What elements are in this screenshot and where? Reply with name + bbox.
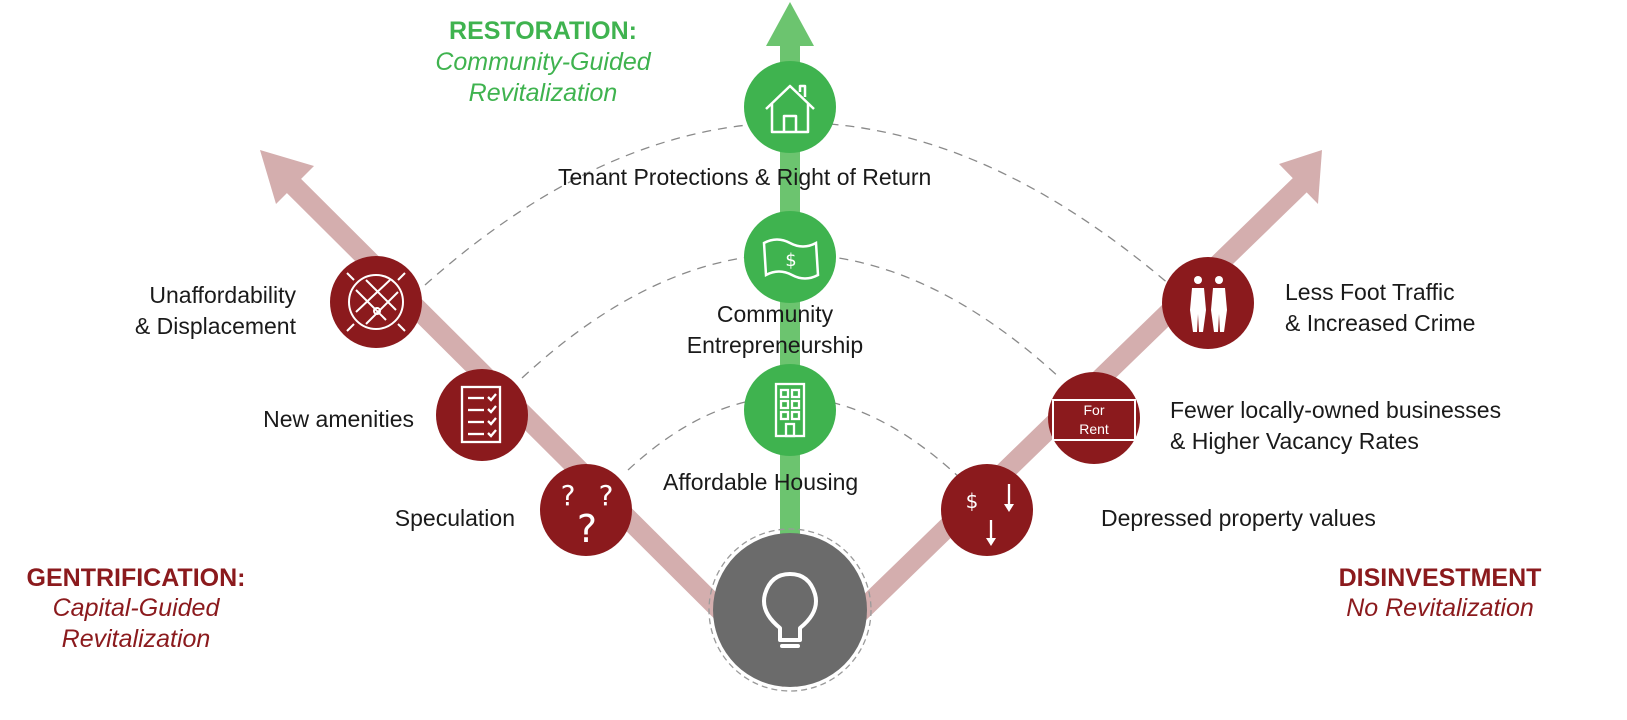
speculation-node: ? ? ? (540, 464, 632, 556)
svg-text:?: ? (599, 479, 614, 512)
outer-arc (424, 122, 1171, 286)
new-amenities-label: New amenities (263, 406, 414, 432)
restoration-subtitle-line1: Community-Guided (435, 48, 651, 76)
checklist-icon (460, 385, 502, 444)
fewer-businesses-label-line1: Fewer locally-owned businesses (1170, 397, 1502, 423)
restoration-subtitle-line2: Revitalization (468, 79, 618, 107)
svg-text:?: ? (561, 479, 576, 512)
svg-text:$: $ (785, 250, 796, 271)
disinvestment-title: DISINVESTMENT (1338, 564, 1542, 592)
restoration-arrow (766, 2, 814, 610)
less-foot-traffic-label-line1: Less Foot Traffic (1285, 279, 1455, 305)
house-icon (765, 84, 815, 134)
for-rent-sign-icon: For Rent (1052, 399, 1136, 441)
building-node (744, 364, 836, 456)
center-node (708, 528, 872, 692)
people-node (1162, 257, 1254, 349)
tenant-protections-label: Tenant Protections & Right of Return (558, 164, 932, 190)
for-rent-sign-line2: Rent (1079, 421, 1109, 437)
middle-arc (521, 253, 1061, 379)
unaffordability-label-line1: Unaffordability (149, 282, 296, 308)
fewer-businesses-label-line2: & Higher Vacancy Rates (1170, 428, 1419, 454)
map-node (330, 256, 422, 348)
for-rent-sign-line1: For (1084, 402, 1105, 418)
house-node (744, 61, 836, 153)
community-entrepreneurship-label-line2: Entrepreneurship (686, 332, 864, 358)
map-icon (346, 272, 406, 332)
disinvestment-subtitle: No Revitalization (1346, 594, 1534, 622)
restoration-title: RESTORATION: (449, 17, 637, 45)
lightbulb-icon (762, 572, 818, 648)
building-icon (774, 382, 806, 438)
depressed-values-label: Depressed property values (1101, 505, 1376, 531)
question-marks-icon: ? ? ? (561, 479, 614, 551)
speculation-label: Speculation (394, 505, 515, 531)
dollar-down-icon: $ (966, 484, 1014, 546)
affordable-housing-label: Affordable Housing (663, 469, 859, 495)
people-icon (1190, 276, 1227, 332)
gentrification-title: GENTRIFICATION: (26, 564, 246, 592)
svg-text:?: ? (577, 507, 597, 551)
less-foot-traffic-label-line2: & Increased Crime (1285, 310, 1476, 336)
money-node: $ (744, 211, 836, 303)
dollar-down-node: $ (941, 464, 1033, 556)
unaffordability-label-line2: & Displacement (134, 313, 296, 339)
dollar-sign-glyph: $ (966, 489, 979, 513)
checklist-node (436, 369, 528, 461)
gentrification-subtitle-line2: Revitalization (61, 625, 211, 653)
money-icon: $ (762, 238, 820, 280)
community-entrepreneurship-label-line1: Community (716, 301, 834, 327)
for-rent-node: For Rent (1048, 372, 1140, 464)
gentrification-subtitle-line1: Capital-Guided (52, 594, 220, 622)
